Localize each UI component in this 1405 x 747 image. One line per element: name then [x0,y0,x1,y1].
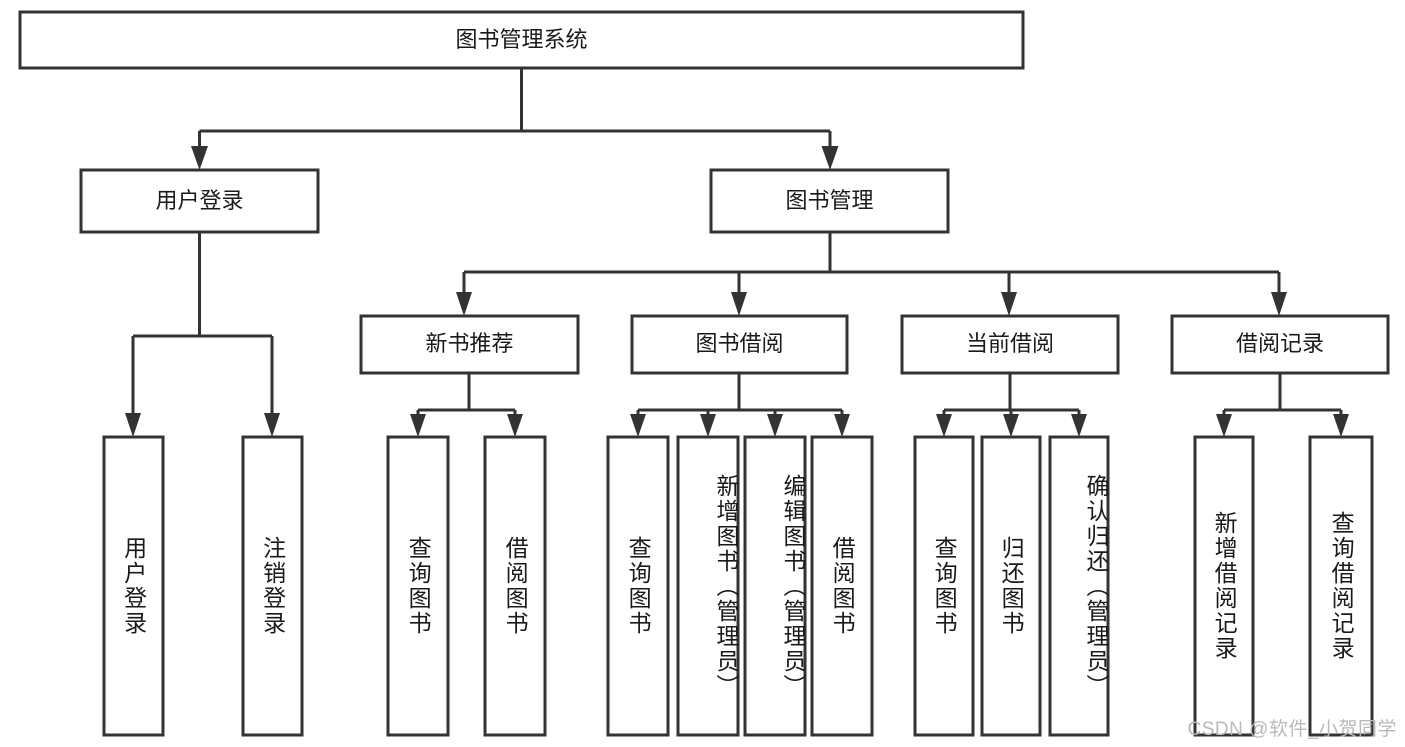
leaf-box-add-book[interactable] [676,435,740,737]
node-new-book-rec-box[interactable] [359,314,580,375]
node-borrow-record-box[interactable] [1170,314,1390,375]
node-new-book-rec[interactable]: 新书推荐 [359,314,580,375]
edges-currentborrow-to-leaves [936,373,1087,437]
node-root-box[interactable] [18,10,1025,70]
leaf-box-return-book[interactable] [980,435,1042,737]
arrow-to-current-borrow-icon [1001,292,1017,316]
arrow-to-leaf-query-book-cur-icon [936,414,952,437]
arrow-to-leaf-query-book-rec-icon [410,414,426,437]
leaf-box-query-book-cur[interactable] [913,435,975,737]
arrow-to-new-book-rec-icon [456,292,472,316]
csdn-watermark: CSDN @软件_小贺同学 [1187,719,1397,740]
arrow-to-book-borrow-icon [731,292,747,316]
leaf-box-user-login[interactable] [102,435,165,737]
edges-bookmanage-to-level3 [456,232,1287,316]
node-book-manage-box[interactable] [709,168,950,234]
arrow-to-borrow-record-icon [1271,292,1287,316]
arrow-to-leaf-user-login-icon [125,413,141,437]
arrow-to-leaf-query-book-borrow-icon [630,414,646,437]
leaf-box-borrow-book[interactable] [810,435,874,737]
leaf-box-edit-book[interactable] [743,435,807,737]
node-borrow-record[interactable]: 借阅记录 [1170,314,1390,375]
node-current-borrow-box[interactable] [900,314,1120,375]
node-book-borrow[interactable]: 图书借阅 [630,314,849,375]
node-root-label: 图书管理系统 [455,27,587,52]
node-book-borrow-box[interactable] [630,314,849,375]
edges-root-to-level2 [191,68,839,170]
leaf-box-query-book-rec[interactable] [386,435,450,737]
edges-borrowrecord-to-leaves [1216,373,1349,437]
arrow-to-user-login-icon [191,146,208,170]
edges-userlogin-to-leaves [125,232,280,437]
node-new-book-rec-label: 新书推荐 [425,331,513,356]
leaf-box-query-record[interactable] [1308,435,1374,737]
leaf-box-query-book-borrow[interactable] [606,435,670,737]
leaf-boxes [102,435,1374,737]
node-user-login-label: 用户登录 [155,188,243,213]
arrow-to-leaf-add-record-icon [1216,414,1232,437]
node-book-manage[interactable]: 图书管理 [709,168,950,234]
leaf-box-add-record[interactable] [1193,435,1255,737]
node-current-borrow-label: 当前借阅 [966,331,1054,356]
arrow-to-leaf-query-record-icon [1333,414,1349,437]
node-book-manage-label: 图书管理 [785,188,873,213]
arrow-to-leaf-return-book-icon [1003,414,1019,437]
arrow-to-leaf-edit-book-icon [767,414,783,437]
leaf-box-logout[interactable] [241,435,304,737]
node-user-login-box[interactable] [79,168,320,234]
arrow-to-leaf-confirm-return-icon [1071,414,1087,437]
node-book-borrow-label: 图书借阅 [695,331,783,356]
arrow-to-leaf-borrow-book-icon [834,414,850,437]
leaf-box-confirm-return[interactable] [1048,435,1110,737]
node-borrow-record-label: 借阅记录 [1236,331,1324,356]
leaf-box-borrow-book-rec[interactable] [483,435,547,737]
node-root[interactable]: 图书管理系统 [18,10,1025,70]
arrow-to-leaf-add-book-icon [700,414,716,437]
node-current-borrow[interactable]: 当前借阅 [900,314,1120,375]
node-user-login[interactable]: 用户登录 [79,168,320,234]
arrow-to-book-manage-icon [821,146,839,170]
edges-bookborrow-to-leaves [630,373,850,437]
arrow-to-leaf-borrow-book-rec-icon [507,414,523,437]
arrow-to-leaf-logout-icon [264,413,280,437]
edges-newbookrec-to-leaves [410,373,523,437]
